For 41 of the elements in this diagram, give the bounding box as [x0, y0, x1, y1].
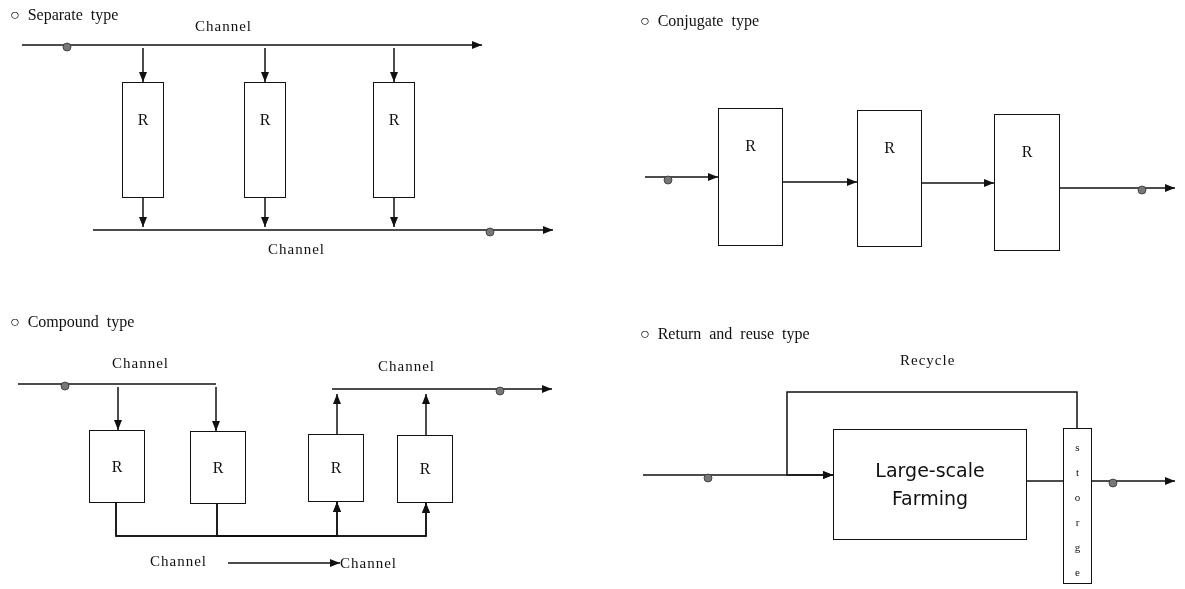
- arrow: [1091, 477, 1176, 485]
- channel-label: Channel: [268, 241, 325, 258]
- reactor-box: R: [122, 82, 164, 198]
- arrow: [782, 178, 858, 186]
- arrow: [227, 559, 341, 567]
- reactor-box: R: [244, 82, 286, 198]
- arrow: [644, 173, 719, 181]
- arrow: [786, 391, 1078, 479]
- reactor-box: R: [857, 110, 922, 247]
- arrow: [261, 47, 269, 83]
- arrow: [139, 47, 147, 83]
- connector-line: [1026, 480, 1064, 482]
- reactor-box: R: [308, 434, 364, 502]
- channel-label: Channel: [340, 555, 418, 575]
- arrow: [114, 386, 122, 431]
- arrow: [921, 179, 995, 187]
- channel-label: Channel: [112, 355, 169, 372]
- arrow: [212, 386, 220, 432]
- reactor-box: R: [397, 435, 453, 503]
- reactor-box: R: [373, 82, 415, 198]
- arrow: [1059, 184, 1176, 192]
- reactor-box: R: [190, 431, 246, 504]
- reactor-box: R: [718, 108, 783, 246]
- channel-label: Channel: [378, 358, 435, 375]
- arrow: [216, 502, 430, 537]
- reactor-box: R: [89, 430, 145, 503]
- reactor-box: R: [994, 114, 1060, 251]
- arrow: [261, 197, 269, 228]
- channel-label: Channel: [150, 553, 228, 573]
- process-box: Large-scale Farming: [833, 429, 1027, 540]
- arrow: [390, 197, 398, 228]
- storage-box: storge: [1063, 428, 1092, 584]
- arrow: [390, 47, 398, 83]
- channel-label: Channel: [195, 18, 252, 35]
- section-heading: ○ Separate type: [10, 6, 119, 24]
- section-heading: ○ Conjugate type: [640, 12, 759, 30]
- arrow: [422, 393, 430, 436]
- section-heading: ○ Compound type: [10, 313, 135, 331]
- arrow: [333, 393, 341, 435]
- section-heading: ○ Return and reuse type: [640, 325, 810, 343]
- arrow: [139, 197, 147, 228]
